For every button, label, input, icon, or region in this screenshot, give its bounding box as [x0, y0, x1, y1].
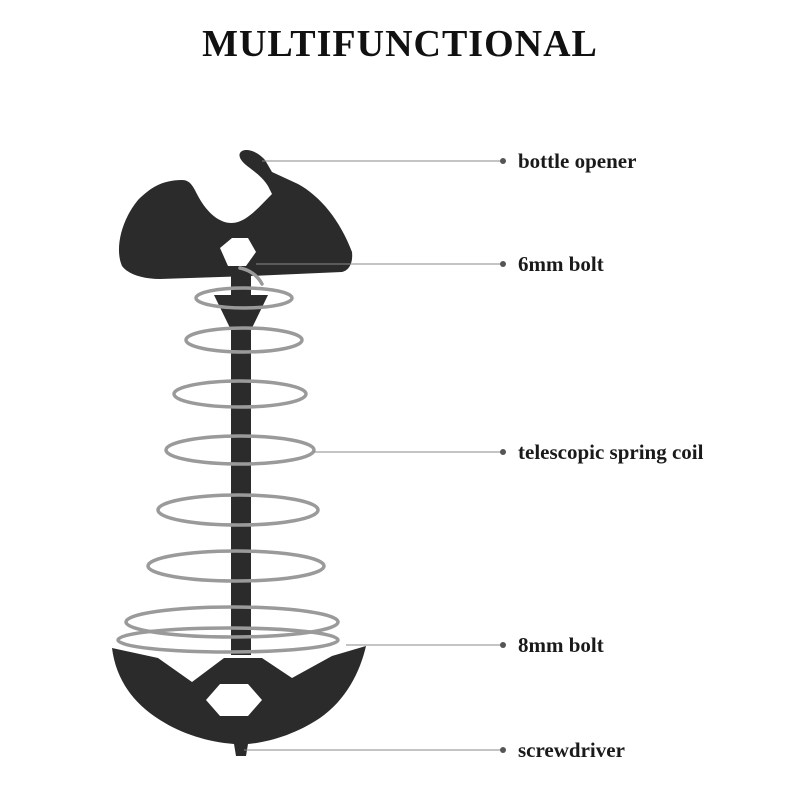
callout-telescopic-spring-coil: telescopic spring coil	[518, 440, 704, 464]
dot-8mm-bolt	[500, 642, 506, 648]
callout-8mm-bolt: 8mm bolt	[518, 633, 604, 657]
stem-flare	[214, 295, 268, 330]
callout-bottle-opener: bottle opener	[518, 149, 637, 173]
dot-6mm-bolt	[500, 261, 506, 267]
page-title: MULTIFUNCTIONAL	[202, 23, 598, 65]
leader-lines	[244, 160, 502, 751]
top-head	[118, 150, 353, 279]
leader-dots	[500, 158, 506, 753]
tool-stem	[231, 255, 251, 655]
callout-6mm-bolt: 6mm bolt	[518, 252, 604, 276]
hex-hole-8mm	[206, 684, 262, 716]
dot-spring	[500, 449, 506, 455]
dot-screwdriver	[500, 747, 506, 753]
hex-hole-6mm	[220, 238, 256, 266]
callout-screwdriver: screwdriver	[518, 738, 625, 762]
spring-coil	[116, 266, 340, 654]
dot-bottle-opener	[500, 158, 506, 164]
